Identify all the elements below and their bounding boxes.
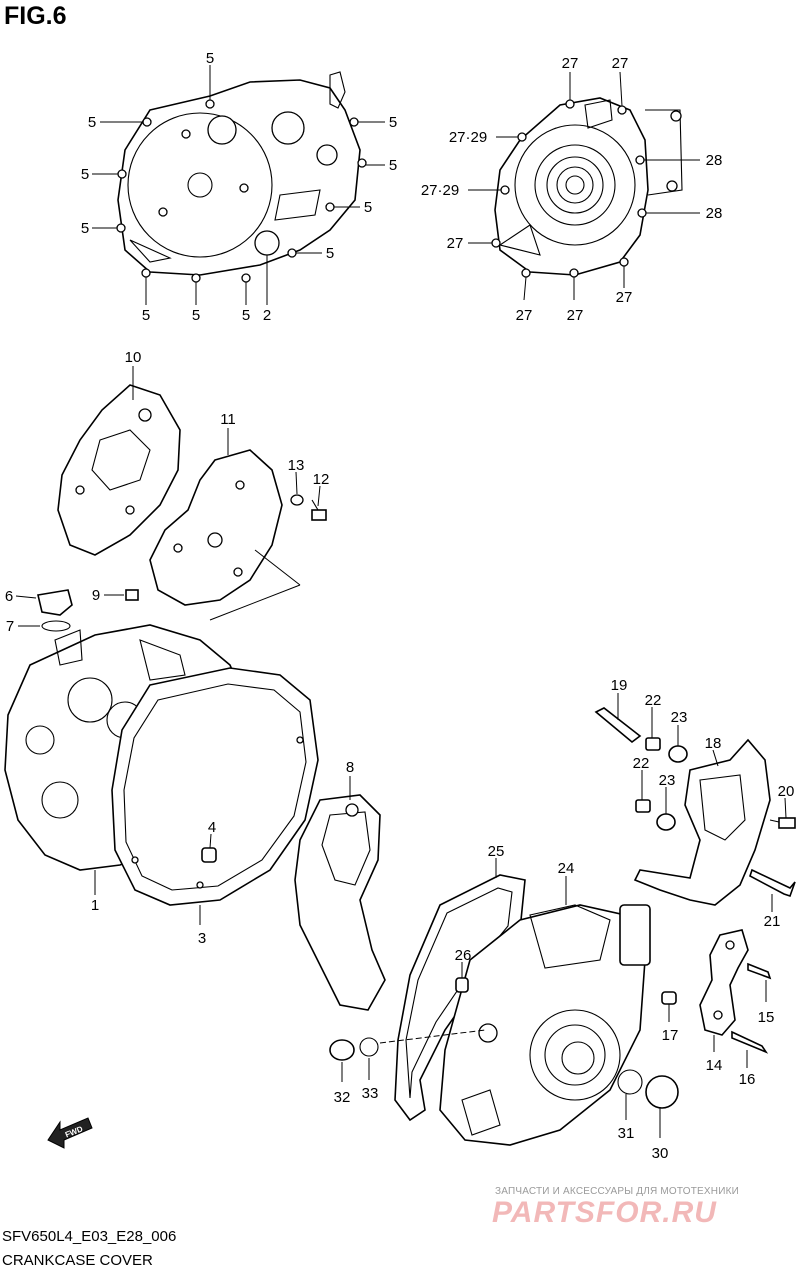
part-4-dowel-pin: 4 xyxy=(201,819,217,863)
generator-cover-top-view xyxy=(468,71,700,301)
callout-19: 19 xyxy=(611,677,628,694)
callout-21: 21 xyxy=(764,913,781,930)
watermark-brand: PARTSFOR.RU xyxy=(492,1196,717,1229)
svg-text:5: 5 xyxy=(326,245,334,262)
svg-text:5: 5 xyxy=(81,166,89,183)
part-17-dowel-pin: 17 xyxy=(661,991,679,1044)
callout-22-b: 22 xyxy=(633,755,650,772)
svg-text:5: 5 xyxy=(88,114,96,131)
svg-text:27·29: 27·29 xyxy=(421,182,459,199)
svg-text:5: 5 xyxy=(192,307,200,324)
svg-text:28: 28 xyxy=(706,205,723,222)
callout-24: 24 xyxy=(558,860,575,877)
part-18-bracket: 18 xyxy=(633,735,771,906)
callout-33: 33 xyxy=(362,1085,379,1102)
part-32-33-plug-oring: 32 33 xyxy=(329,1029,486,1106)
figure-name: CRANKCASE COVER xyxy=(2,1252,153,1269)
part-6-7-9-cap-oring-bolt: 6 7 9 xyxy=(5,587,139,635)
callout-7: 7 xyxy=(6,618,14,635)
svg-text:27: 27 xyxy=(612,55,629,72)
svg-text:5: 5 xyxy=(142,307,150,324)
svg-text:27: 27 xyxy=(562,55,579,72)
callout-2: 2 xyxy=(263,307,271,324)
watermark-subtitle: ЗАПЧАСТИ И АКСЕССУАРЫ ДЛЯ МОТОТЕХНИКИ xyxy=(495,1186,740,1197)
callout-14: 14 xyxy=(706,1057,723,1074)
callout-11: 11 xyxy=(220,411,236,428)
callout-26: 26 xyxy=(455,947,472,964)
part-26-dowel-pin: 26 xyxy=(455,947,472,993)
svg-text:5: 5 xyxy=(389,114,397,131)
callout-18: 18 xyxy=(705,735,722,752)
forward-arrow-icon: FWD xyxy=(47,1117,93,1149)
callout-32: 32 xyxy=(334,1089,351,1106)
callout-8: 8 xyxy=(346,759,354,776)
part-20-21-bolts: 20 21 xyxy=(749,783,796,930)
callout-25: 25 xyxy=(488,843,505,860)
callout-6: 6 xyxy=(5,588,13,605)
callout-1: 1 xyxy=(91,897,99,914)
callout-12: 12 xyxy=(313,471,330,488)
svg-text:5: 5 xyxy=(81,220,89,237)
part-19-22-23-stud-nut-damper: 19 22 23 22 23 xyxy=(594,677,688,831)
part-8-gasket: 8 xyxy=(294,759,386,1011)
callout-31: 31 xyxy=(618,1125,635,1142)
callout-23-a: 23 xyxy=(671,709,688,726)
svg-text:5: 5 xyxy=(364,199,372,216)
callout-23-b: 23 xyxy=(659,772,676,789)
callout-15: 15 xyxy=(758,1009,775,1026)
callout-16: 16 xyxy=(739,1071,756,1088)
part-30-31-cap-oring: 31 30 xyxy=(617,1069,679,1162)
left-cover-bolt-labels: 5 5 5 5 5 5 5 5 5 5 5 2 xyxy=(81,50,397,324)
callout-30: 30 xyxy=(652,1145,669,1162)
callout-20: 20 xyxy=(778,783,795,800)
callout-3: 3 xyxy=(198,930,206,947)
svg-text:27: 27 xyxy=(616,289,633,306)
figure-code: SFV650L4_E03_E28_006 xyxy=(2,1228,177,1245)
part-3-gasket: 3 xyxy=(111,667,319,947)
callout-22-a: 22 xyxy=(645,692,662,709)
svg-text:5: 5 xyxy=(206,50,214,67)
svg-text:28: 28 xyxy=(706,152,723,169)
callout-13: 13 xyxy=(288,457,305,474)
part-12-13-bolt-washer: 13 12 xyxy=(288,457,330,521)
figure-title: FIG.6 xyxy=(4,2,67,30)
part-10-plate: 10 xyxy=(57,349,181,556)
clutch-cover-top-view xyxy=(92,65,385,305)
svg-text:27: 27 xyxy=(447,235,464,252)
part-11-cover-plate: 11 xyxy=(149,411,301,621)
svg-text:27·29: 27·29 xyxy=(449,129,487,146)
part-14-15-16-bracket-bolts: 15 14 16 xyxy=(699,929,775,1088)
svg-text:5: 5 xyxy=(242,307,250,324)
callout-9: 9 xyxy=(92,587,100,604)
right-cover-screw-labels: 27 27 27·29 27·29 27 27 27 27 28 28 xyxy=(421,55,723,324)
svg-text:27: 27 xyxy=(567,307,584,324)
svg-text:27: 27 xyxy=(516,307,533,324)
svg-text:5: 5 xyxy=(389,157,397,174)
callout-10: 10 xyxy=(125,349,142,366)
part-24-generator-cover: 24 xyxy=(439,860,651,1146)
callout-17: 17 xyxy=(662,1027,679,1044)
callout-4: 4 xyxy=(208,819,216,836)
